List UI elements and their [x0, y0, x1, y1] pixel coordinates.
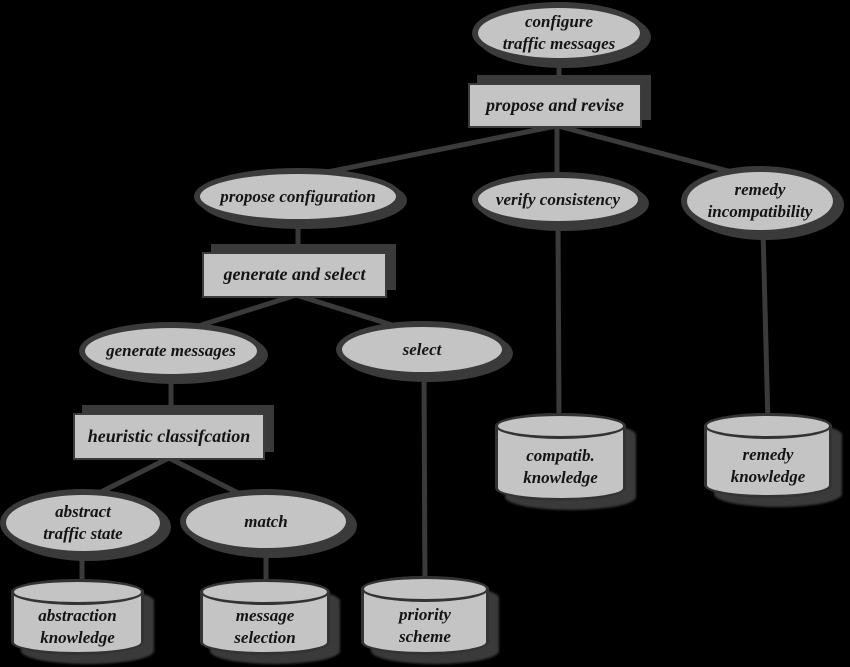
edge-remedy-incompat-remedy-kb — [760, 229, 771, 425]
task-ellipse-select: select — [336, 321, 508, 378]
task-ellipse-abstract-traffic-state: abstract traffic state — [0, 489, 166, 557]
method-label: generate and select — [223, 264, 366, 285]
store-label: priority scheme — [399, 604, 451, 646]
knowledge-store-message-selection: message selection — [200, 579, 330, 655]
store-label: abstraction knowledge — [38, 606, 117, 647]
task-label: select — [402, 339, 442, 359]
method-box-generate-and-select: generate and select — [202, 252, 387, 298]
task-ellipse-match: match — [180, 489, 352, 554]
task-ellipse-verify-consistency: verify consistency — [472, 172, 644, 227]
method-label: propose and revise — [486, 94, 624, 115]
task-ellipse-remedy-incompatibility: remedy incompatibility — [681, 166, 839, 236]
task-ellipse-generate-messages: generate messages — [79, 322, 263, 380]
task-label: configure traffic messages — [502, 12, 616, 53]
knowledge-store-remedy-knowledge: remedy knowledge — [704, 413, 832, 498]
knowledge-store-abstraction-knowledge: abstraction knowledge — [11, 579, 144, 655]
knowledge-store-priority-scheme: priority scheme — [361, 576, 489, 655]
edge-select-priority-kb — [421, 371, 428, 589]
edge-verify-compatib-kb — [555, 219, 562, 425]
method-box-propose-and-revise: propose and revise — [468, 83, 642, 128]
method-box-heuristic-classifcation: heuristic classifcation — [73, 413, 265, 460]
task-label: abstract traffic state — [43, 502, 123, 543]
store-label: remedy knowledge — [730, 444, 806, 486]
task-label: verify consistency — [495, 189, 621, 209]
method-label: heuristic classifcation — [87, 425, 251, 446]
task-ellipse-configure-traffic-messages: configure traffic messages — [472, 2, 646, 64]
task-ellipse-propose-configuration: propose configuration — [194, 168, 402, 225]
store-label: message selection — [234, 606, 296, 647]
task-label: remedy incompatibility — [707, 180, 813, 221]
store-label: compatib. knowledge — [523, 446, 598, 487]
task-label: match — [244, 511, 288, 531]
knowledge-store-compatib-knowledge: compatib. knowledge — [495, 413, 626, 501]
edge-propose-revise-propose-config — [297, 123, 557, 181]
task-label: generate messages — [106, 341, 236, 361]
task-label: propose configuration — [220, 186, 376, 206]
